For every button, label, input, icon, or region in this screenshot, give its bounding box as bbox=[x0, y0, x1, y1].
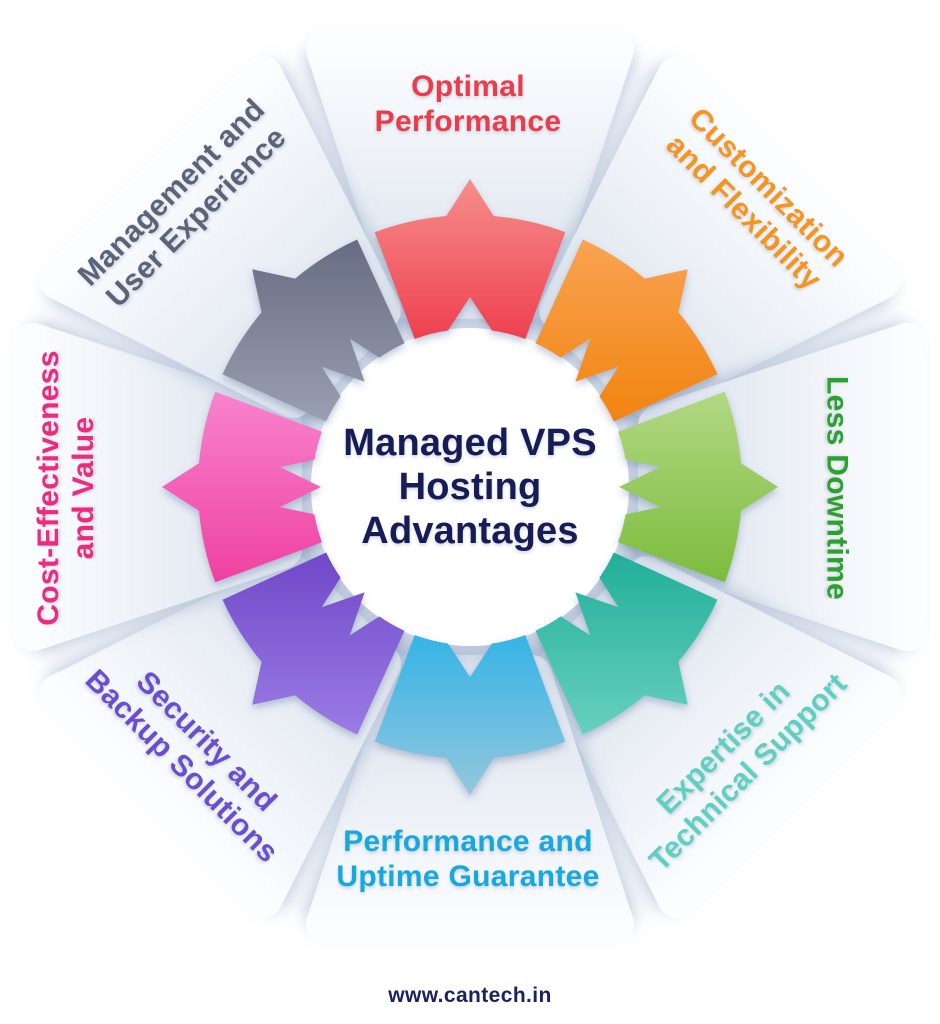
wedge-optimal-performance bbox=[374, 179, 566, 339]
wedge-performance-and-uptime-guarantee bbox=[374, 635, 566, 795]
wedge-customization-and-flexibility bbox=[535, 239, 718, 422]
wedge-management-and-user-experience bbox=[222, 239, 405, 422]
website-url[interactable]: www.cantech.in bbox=[388, 984, 552, 1007]
wedge-expertise-in-technical-support bbox=[535, 552, 718, 735]
wedge-cost-effectiveness-and-value bbox=[162, 391, 322, 583]
center-title-line: Hosting bbox=[398, 465, 542, 508]
center-title: Managed VPS Hosting Advantages bbox=[343, 421, 597, 553]
center-title-line: Advantages bbox=[361, 510, 579, 553]
center-circle bbox=[311, 328, 629, 646]
wedge-less-downtime bbox=[618, 391, 778, 583]
wedge-security-and-backup-solutions bbox=[222, 552, 405, 735]
center-title-line: Managed VPS bbox=[343, 421, 597, 464]
